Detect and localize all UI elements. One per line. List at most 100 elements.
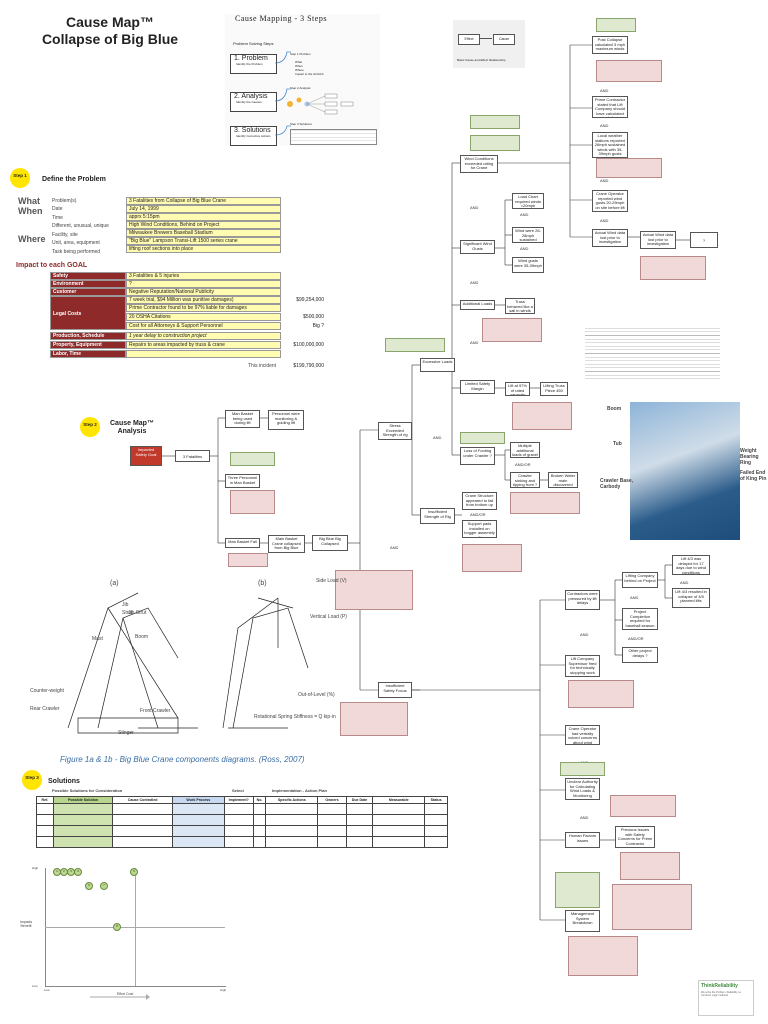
lift-delayed-box: Lift 4/3 was delayed for 17 days due to … xyxy=(672,555,710,575)
crawler-sinking-box: Crawler sinking and tipping from ? xyxy=(510,472,540,488)
grid-xlabel: Effort Cost xyxy=(116,992,134,996)
evidence-6 xyxy=(510,492,580,514)
human-factors-box: Human Factors Issues xyxy=(565,832,600,848)
evidence-13 xyxy=(610,795,676,817)
note-7 xyxy=(560,762,605,776)
local-weather-box: Local weather stations reported 26mph su… xyxy=(592,132,628,158)
limited-safety-box: Limited Safety Margin xyxy=(460,380,495,394)
other-delays-box: Other project delays ? xyxy=(622,647,658,663)
personnel-guiding-box: Personnel were monitoring & guiding lift xyxy=(268,410,304,430)
insufficient-safety-box: Insufficient Safety Focus xyxy=(378,682,412,698)
crane-collapse-box: Main Basket Crane collapsed from Big Blu… xyxy=(268,535,305,553)
evidence-15 xyxy=(612,884,692,930)
effect-box: Effect xyxy=(458,34,480,45)
note-3 xyxy=(470,135,520,151)
broken-water-box: Broken Water main discovered after colla… xyxy=(548,472,578,488)
step-box-problem: 1. Problem Identify the Problem xyxy=(230,54,277,74)
prioritization-grid: 1 2 3 4 5 6 7 8 xyxy=(45,868,226,987)
mini-label-problem: Step 1 Problem xyxy=(290,52,311,56)
big-blue-collapsed-box: Big Blue Big Collapsed xyxy=(312,535,348,551)
think-reliability-logo: ThinkReliability We solve the Problem. R… xyxy=(698,980,754,1016)
excessive-loads-box: Excessive Loads xyxy=(420,358,455,372)
evidence-11 xyxy=(340,702,408,736)
evidence-3 xyxy=(640,256,706,280)
crane-structure-box: Crane Structure appeared to fail from bo… xyxy=(462,492,497,510)
crane-operator-concerns-box: Crane Operator had verbally voiced conce… xyxy=(565,725,600,745)
post-calc-box: Post Collapse calculated 3 mph maximum w… xyxy=(592,36,628,54)
note-4 xyxy=(385,338,445,352)
step-box-solutions: 3. Solutions Identify Corrective Actions xyxy=(230,126,277,146)
stress-exceeded-box: Stress Exceeded Strength of rig xyxy=(378,422,412,440)
lift-collapse-box: Lift 4/3 resulted in collapse of 4/5 pla… xyxy=(672,588,710,608)
wind-conditions-box: Wind Conditions exceeded rating for Cran… xyxy=(460,155,498,173)
loss-of-footing-box: Loss of Footing under Crawler ? xyxy=(460,447,495,465)
evidence-8 xyxy=(335,570,413,610)
support-pads-box: Support pads installed on bogger assembl… xyxy=(462,520,497,538)
previous-issues-box: Previous Issues with Safety Concerns for… xyxy=(615,826,655,848)
evidence-4 xyxy=(482,318,542,342)
fatalities-box: 3 Fatalities xyxy=(175,450,210,462)
photo-label-boom: Boom xyxy=(607,406,622,412)
wind-gusts-box: Wind gusts were 35-39mph xyxy=(512,257,544,273)
figure-caption: Figure 1a & 1b - Big Blue Crane componen… xyxy=(60,755,305,764)
effect-cause-panel: Effect Cause Basic Cause and Effect Rela… xyxy=(453,20,525,68)
three-steps-panel: Cause Mapping - 3 Steps Problem Solving … xyxy=(225,14,380,146)
evidence-16 xyxy=(568,936,638,976)
photo-label-weight: Weight Bearing Ring xyxy=(740,448,759,466)
step3-heading: Solutions xyxy=(48,778,80,785)
where-label: Where xyxy=(18,234,46,244)
photo-label-crawler: Crawler Base, Carbody xyxy=(600,478,634,490)
load-chart-box: Load Chart required winds <20mph xyxy=(512,193,544,209)
step-box-analysis: 2. Analysis Identify the Causes xyxy=(230,92,277,112)
significant-wind-box: Significant Wind Gusts xyxy=(460,240,495,254)
crane-photo xyxy=(630,402,740,540)
truss-sail-box: Truss behaved like a sail in winds xyxy=(505,298,535,314)
note-2 xyxy=(470,115,520,129)
unclear-authority-box: Unclear Authority for Calculating Wind L… xyxy=(565,778,600,800)
evidence-9 xyxy=(230,490,275,514)
prime-contractor-box: Prime Contractor stated that Lift Compan… xyxy=(592,96,628,118)
evidence-1 xyxy=(596,60,662,82)
mini-label-solutions: Step 3 Solutions xyxy=(290,122,312,126)
mini-solutions-table xyxy=(290,129,377,145)
step3-badge: Step 3 xyxy=(22,770,42,790)
man-basket-fall-box: Man Basket Fall xyxy=(225,538,260,548)
lift-supervisor-box: Lift Company Supervisor fired for techni… xyxy=(565,655,600,677)
evidence-10 xyxy=(228,553,268,567)
note-6 xyxy=(230,452,275,466)
evidence-12 xyxy=(568,680,634,708)
evidence-14 xyxy=(620,852,680,880)
three-steps-heading: Cause Mapping - 3 Steps xyxy=(235,14,327,23)
project-completion-box: Project Completion required for baseball… xyxy=(622,608,658,630)
what-label: What xyxy=(18,196,40,206)
solutions-subhead-left: Possible Solutions for Consideration xyxy=(52,788,123,793)
total-amount: $199,790,000 xyxy=(293,363,324,369)
step1-badge: Step 1 xyxy=(10,168,30,188)
man-basket-used-box: Man Basket being used during lift xyxy=(225,410,260,428)
management-breakdown-box: Management System Breakdown xyxy=(565,910,600,932)
contractors-pressured-box: Contractors were pressured by lift delay… xyxy=(565,590,600,610)
solutions-subhead-right: Implementation - Action Plan xyxy=(272,788,327,793)
total-label: This incident xyxy=(248,363,277,369)
evidence-7 xyxy=(462,544,522,572)
photo-label-failed: Failed End of King Pin xyxy=(740,470,767,482)
note-1 xyxy=(596,18,636,32)
when-label: When xyxy=(18,206,43,216)
mini-label-analysis: Step 2 Analysis xyxy=(290,86,311,90)
effect-cause-caption: Basic Cause and Effect Relationship xyxy=(457,58,506,62)
grid-ylabel: Impacts Benefit xyxy=(19,920,33,928)
solutions-table: Ref. Possible Solution Cause Controlled … xyxy=(36,796,448,848)
text-excerpt xyxy=(585,326,720,382)
lifting-truss-box: Lifting Truss Piece 450 xyxy=(540,382,568,396)
actual-wind-box-2: Actual Wind data lost prior to investiga… xyxy=(640,231,676,249)
cause-box: Cause xyxy=(493,34,515,45)
step1-heading: Define the Problem xyxy=(42,176,106,183)
note-5 xyxy=(460,432,505,444)
lifting-company-box: Lifting Company behind on Project xyxy=(622,572,658,588)
actual-wind-box: Actual Wind data lost prior to investiga… xyxy=(592,229,628,247)
multiple-loads-box: Multiple additional loads of gravel used xyxy=(510,442,540,458)
winds-sustained-box: Wind were 26-28mph sustained xyxy=(512,227,544,243)
